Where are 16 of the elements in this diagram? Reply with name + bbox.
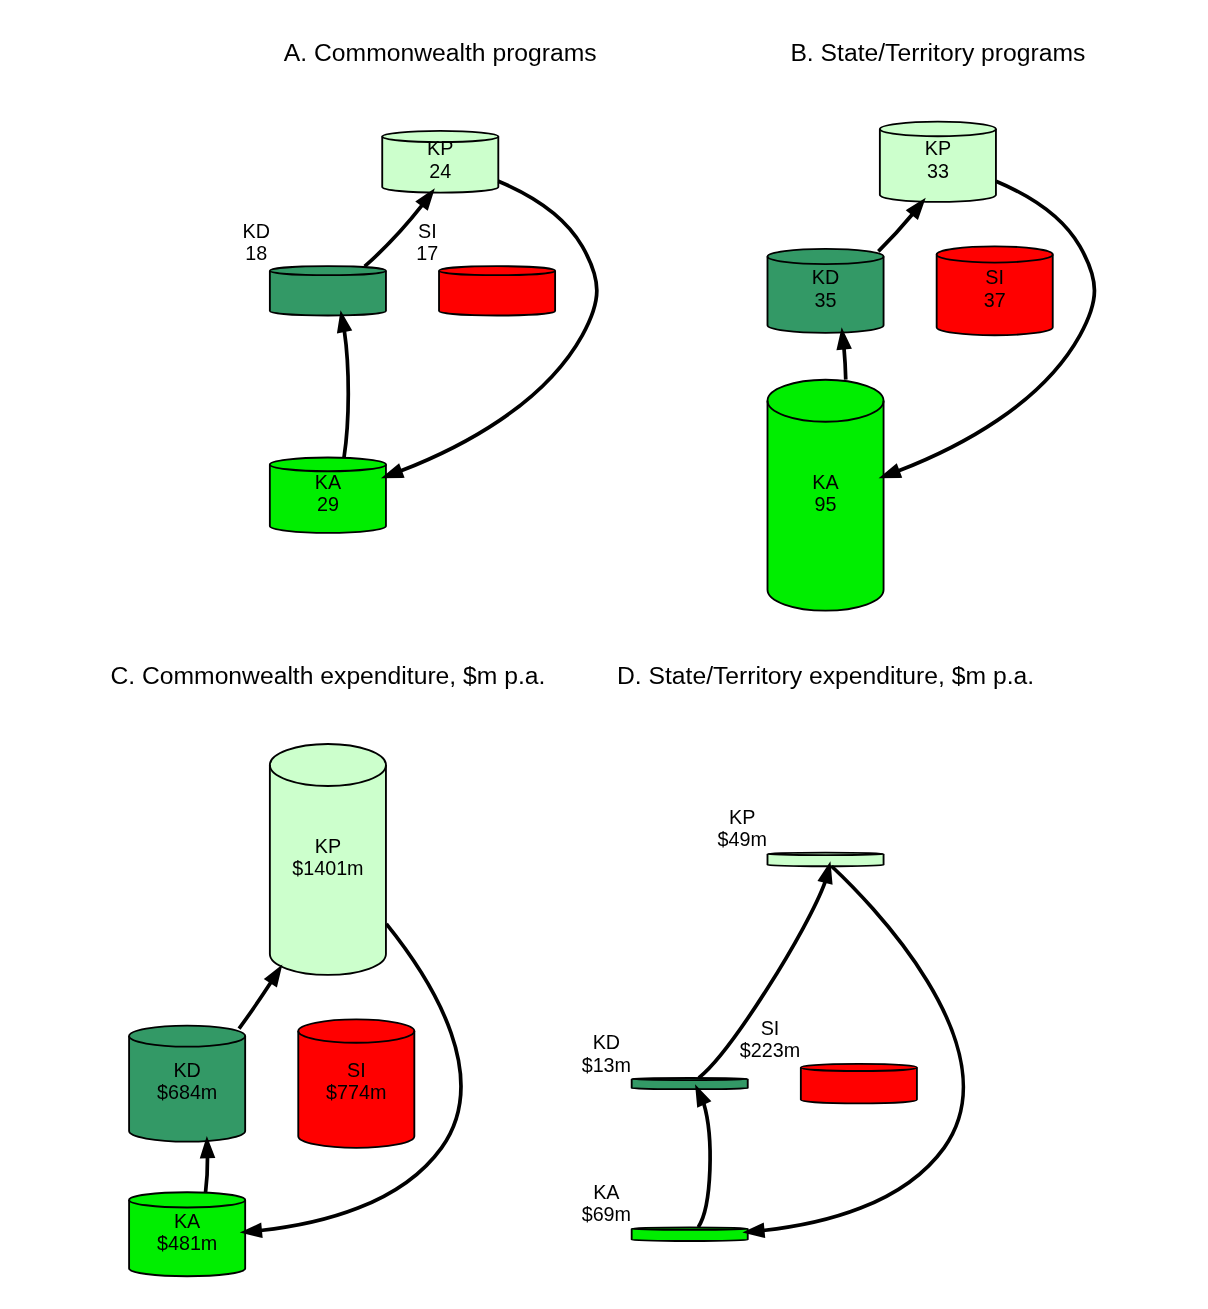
node-label: $49m	[716, 828, 767, 851]
label: B. State/Territory programs	[789, 39, 1085, 67]
node-label: 18	[244, 241, 267, 264]
label: A. Commonwealth programs	[283, 39, 597, 67]
node-label: SI	[760, 1017, 779, 1040]
node-label: 17	[415, 241, 438, 264]
node-label: KP	[728, 806, 755, 829]
node-label: KD	[242, 219, 270, 242]
node-label: $69m	[581, 1203, 631, 1226]
node-label: SI	[417, 219, 437, 242]
label: C. Commonwealth expenditure, $m p.a.	[109, 661, 545, 689]
node-label: $223m	[739, 1039, 800, 1062]
node-label: KA	[592, 1180, 620, 1203]
node-label: $13m	[581, 1053, 631, 1076]
label: D. State/Territory expenditure, $m p.a.	[616, 661, 1034, 689]
node-label: KD	[592, 1031, 620, 1054]
